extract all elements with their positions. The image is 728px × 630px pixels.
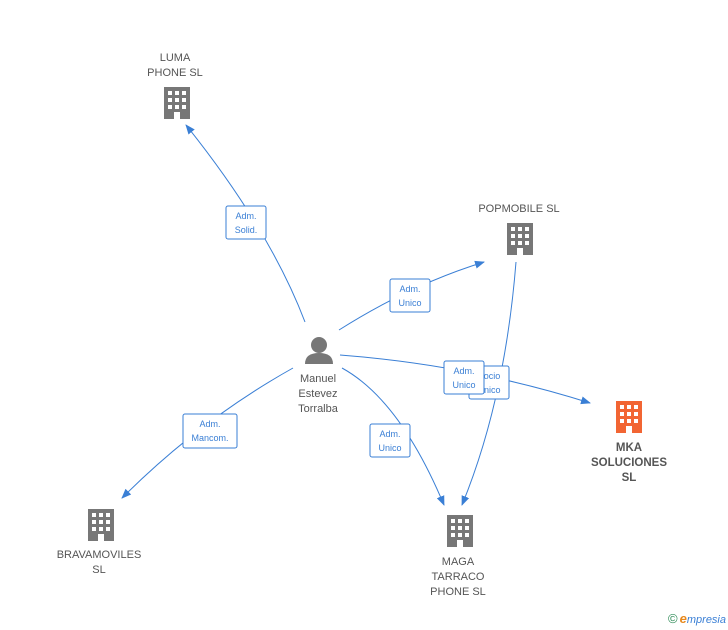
- badge-person-luma-line1: Adm.: [235, 211, 256, 221]
- maga-label-line2: TARRACO: [432, 571, 485, 583]
- maga-label-line3: PHONE SL: [430, 586, 486, 598]
- badge-popmobile-maga-line1: Socio: [478, 371, 501, 381]
- badge-person-popmobile-line1: Adm.: [399, 284, 420, 294]
- bravamoviles-building-icon[interactable]: [88, 509, 114, 541]
- badge-person-luma-line2: Solid.: [235, 225, 258, 235]
- bravamoviles-label-line1: BRAVAMOVILES: [57, 549, 142, 561]
- badge-person-maga-line1: Adm.: [379, 429, 400, 439]
- mka-label-line1: MKA: [616, 442, 642, 454]
- empresia-watermark: ©empresia: [668, 611, 726, 626]
- edge-person-maga: [341, 367, 445, 506]
- maga-label-line1: MAGA: [442, 556, 475, 568]
- badge-popmobile-maga-line2: Único: [477, 385, 500, 395]
- mka-label-line3: SL: [622, 472, 637, 484]
- badge-person-maga[interactable]: Adm. Unico: [369, 423, 411, 458]
- popmobile-label: POPMOBILE SL: [478, 203, 559, 215]
- person-icon[interactable]: [305, 337, 333, 364]
- luma-label-line2: PHONE SL: [147, 67, 203, 79]
- badge-person-maga-line2: Unico: [378, 443, 401, 453]
- copyright-symbol: ©: [668, 611, 678, 626]
- badge-person-mka-line1: Adm.: [453, 366, 474, 376]
- person-label-line2: Estevez: [298, 388, 337, 400]
- bravamoviles-label-line2: SL: [92, 564, 105, 576]
- badge-person-bravamoviles[interactable]: Adm. Mancom.: [182, 413, 238, 449]
- person-label-line1: Manuel: [300, 373, 336, 385]
- luma-building-icon[interactable]: [164, 87, 190, 119]
- badge-person-mka-line2: Unico: [452, 380, 475, 390]
- person-label-line3: Torralba: [298, 403, 339, 415]
- brand-name: mpresia: [686, 614, 726, 626]
- mka-label-line2: SOLUCIONES: [591, 457, 667, 469]
- luma-label-line1: LUMA: [160, 52, 191, 64]
- brand-initial: e: [679, 611, 687, 626]
- badge-person-bravamoviles-line1: Adm.: [199, 419, 220, 429]
- badge-person-mka[interactable]: Adm. Unico: [443, 360, 485, 395]
- mka-building-icon[interactable]: [616, 401, 642, 433]
- maga-building-icon[interactable]: [447, 515, 473, 547]
- badge-person-popmobile[interactable]: Adm. Unico: [389, 278, 431, 313]
- badge-person-bravamoviles-line2: Mancom.: [191, 433, 228, 443]
- popmobile-building-icon[interactable]: [507, 223, 533, 255]
- badge-person-popmobile-line2: Unico: [398, 298, 421, 308]
- badge-person-luma[interactable]: Adm. Solid.: [225, 205, 267, 240]
